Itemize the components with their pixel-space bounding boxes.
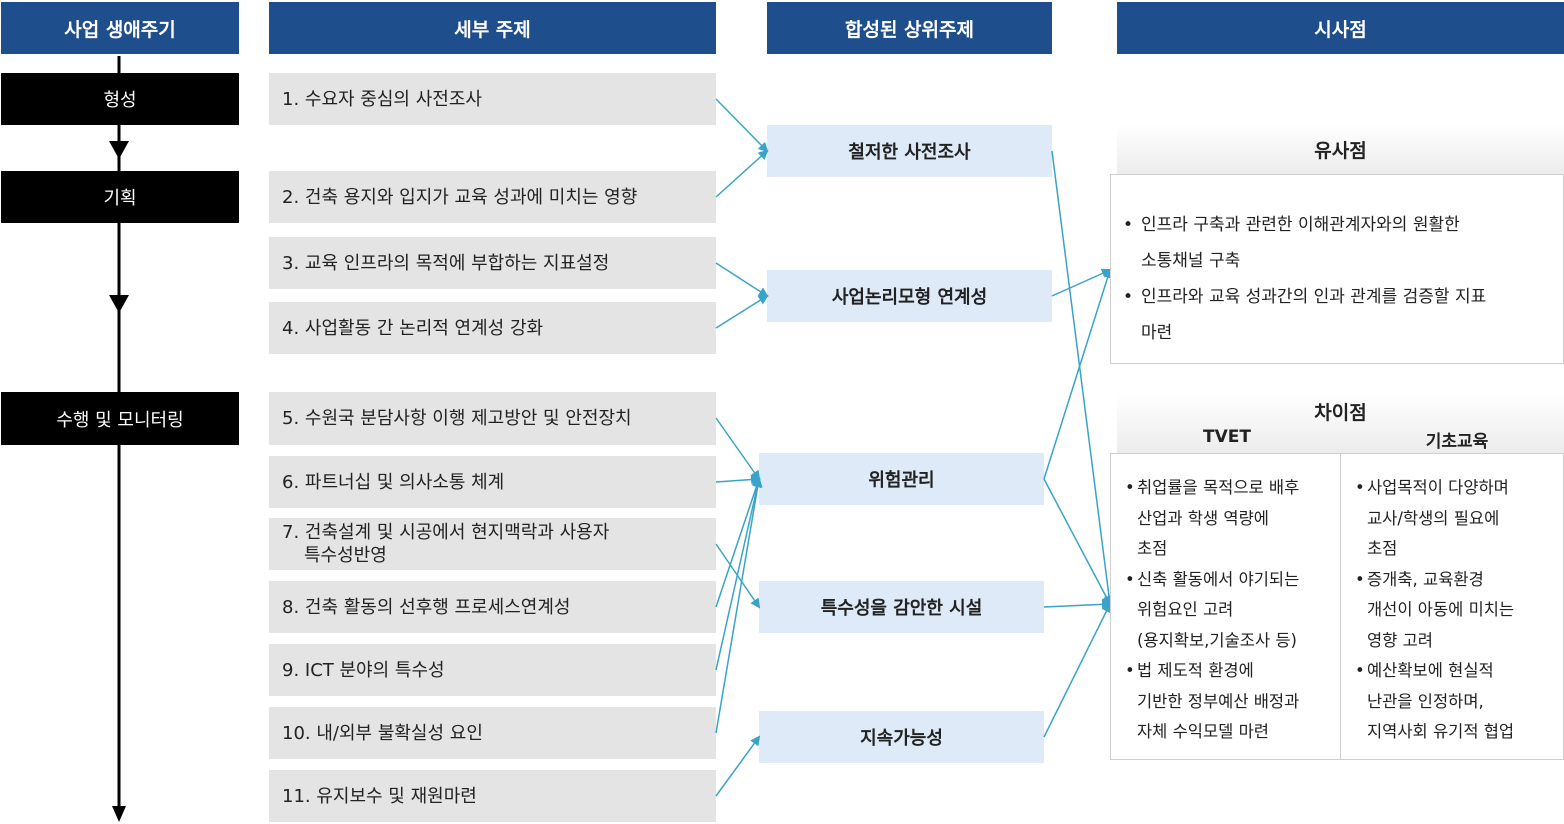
arrow-s3-diff bbox=[1043, 478, 1111, 606]
differences-title: 차이점 bbox=[1314, 402, 1367, 424]
header-synth: 합성된 상위주제 bbox=[767, 2, 1052, 54]
arrow-t8-s3 bbox=[715, 477, 762, 608]
synth-risk-management: 위험관리 bbox=[759, 453, 1044, 505]
arrow-t4-s2 bbox=[715, 294, 769, 329]
topic-11: 11. 유지보수 및 재원마련 bbox=[269, 770, 716, 822]
arrow-s2-sim bbox=[1051, 268, 1112, 297]
synth-specific-facilities: 특수성을 감안한 시설 bbox=[759, 581, 1044, 633]
arrow-t9-s3 bbox=[715, 477, 763, 671]
topic-8: 8. 건축 활동의 선후행 프로세스연계성 bbox=[269, 581, 716, 633]
topic-4: 4. 사업활동 간 논리적 연계성 강화 bbox=[269, 302, 716, 354]
tvet-title: TVET bbox=[1203, 427, 1251, 447]
similarities-title: 유사점 bbox=[1117, 124, 1564, 174]
header-lifecycle: 사업 생애주기 bbox=[1, 2, 239, 54]
stage-execution: 수행 및 모니터링 bbox=[1, 392, 239, 445]
synth-preliminary-survey: 철저한 사전조사 bbox=[767, 125, 1052, 177]
arrow-s3-sim bbox=[1043, 268, 1113, 480]
stage-formation: 형성 bbox=[1, 73, 239, 125]
timeline-arrow-1 bbox=[109, 141, 129, 159]
topic-3: 3. 교육 인프라의 목적에 부합하는 지표설정 bbox=[269, 237, 716, 289]
stage-planning: 기획 bbox=[1, 171, 239, 223]
arrow-s5-diff bbox=[1043, 602, 1111, 738]
arrow-s4-diff bbox=[1043, 599, 1112, 610]
arrow-t1-s1 bbox=[715, 98, 769, 153]
topic-5: 5. 수원국 분담사항 이행 제고방안 및 안전장치 bbox=[269, 392, 716, 445]
synth-logic-model: 사업논리모형 연계성 bbox=[767, 270, 1052, 322]
differences-divider bbox=[1340, 454, 1341, 759]
arrow-t6-s3 bbox=[715, 474, 761, 485]
basic-edu-title: 기초교육 bbox=[1425, 432, 1489, 452]
arrow-t10-s3 bbox=[715, 477, 763, 734]
header-detail: 세부 주제 bbox=[269, 2, 716, 54]
differences-header: 차이점 TVET 기초교육 bbox=[1117, 393, 1564, 453]
timeline-arrow-2 bbox=[109, 295, 129, 313]
synth-sustainability: 지속가능성 bbox=[759, 711, 1044, 763]
header-implications: 시사점 bbox=[1117, 2, 1564, 54]
topic-2: 2. 건축 용지와 입지가 교육 성과에 미치는 영향 bbox=[269, 171, 716, 223]
arrow-t3-s2 bbox=[715, 262, 769, 298]
topic-1: 1. 수요자 중심의 사전조사 bbox=[269, 73, 716, 125]
topic-9: 9. ICT 분야의 특수성 bbox=[269, 644, 716, 696]
arrow-s1-diff bbox=[1051, 150, 1114, 606]
arrow-t11-s5 bbox=[715, 735, 761, 797]
arrow-t2-s1 bbox=[715, 149, 769, 198]
timeline-arrow-end bbox=[112, 806, 126, 822]
arrow-t5-s3 bbox=[715, 417, 761, 481]
topic-10: 10. 내/외부 불확실성 요인 bbox=[269, 707, 716, 759]
topic-6: 6. 파트너십 및 의사소통 체계 bbox=[269, 456, 716, 508]
